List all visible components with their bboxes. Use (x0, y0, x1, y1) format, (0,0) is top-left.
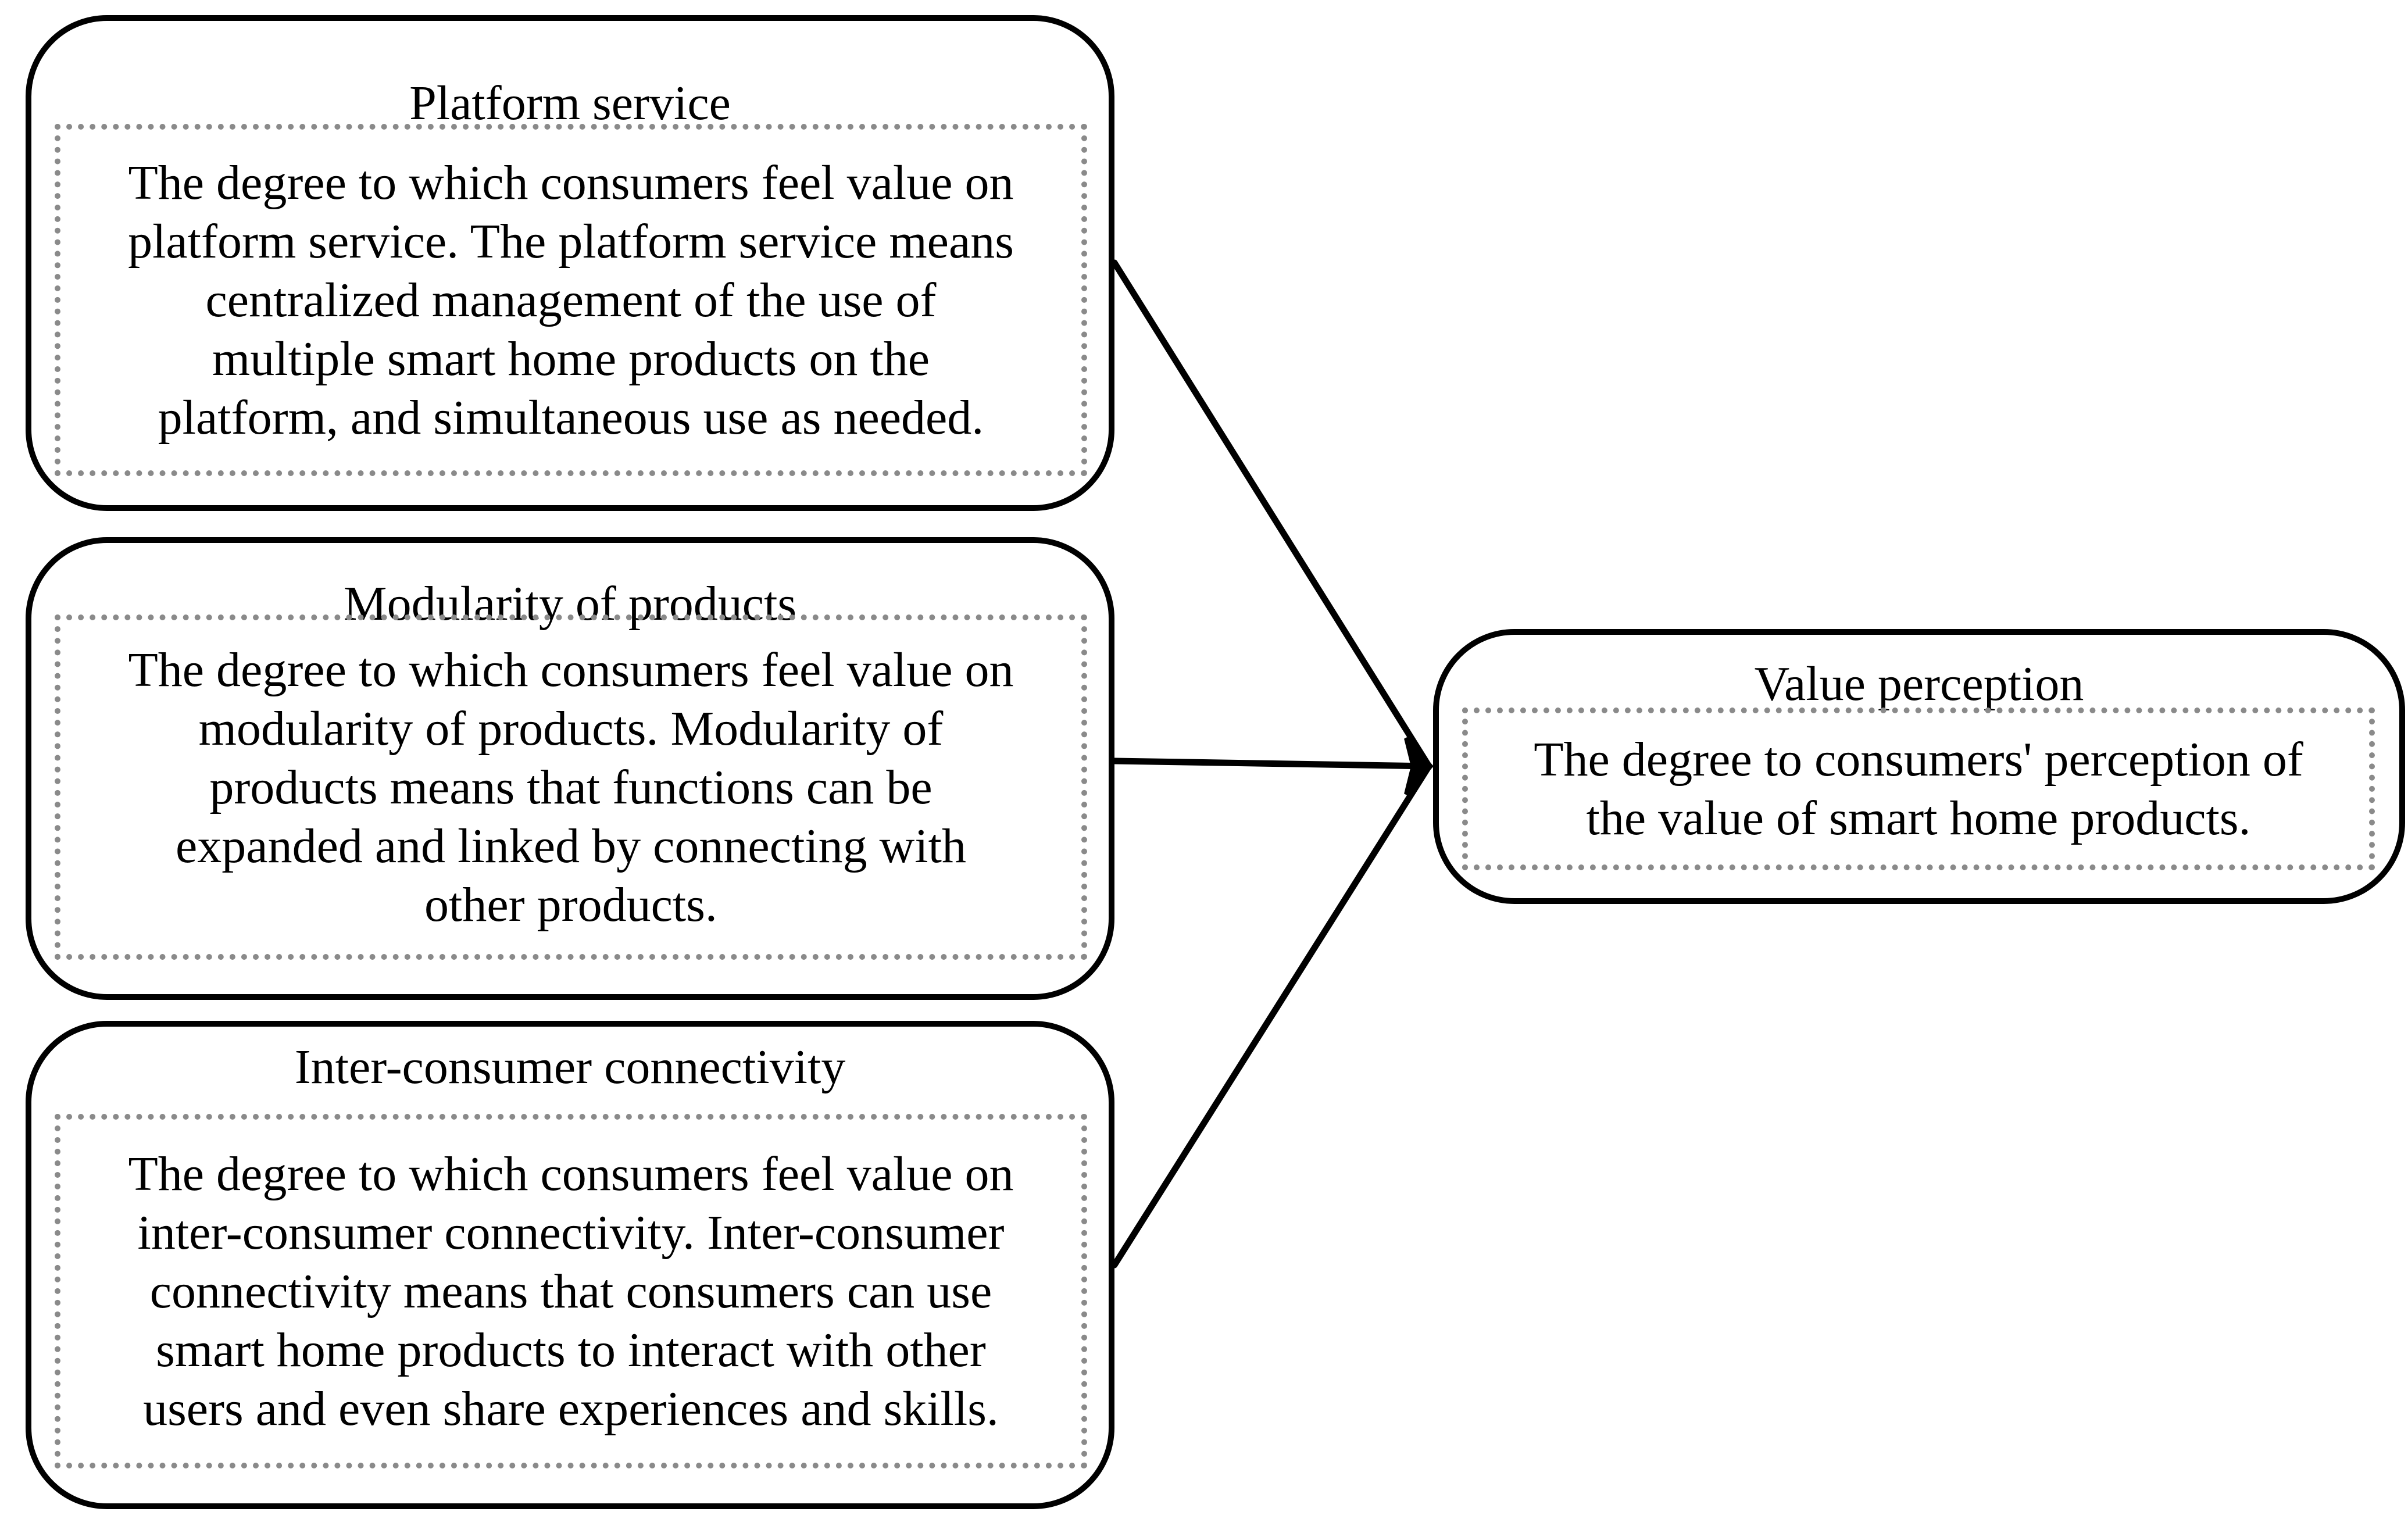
description-line: The degree to which consumers feel value… (128, 642, 1014, 697)
description-line: other products. (424, 877, 717, 932)
description-line: The degree to consumers' perception of (1534, 732, 2303, 787)
description-line: modularity of products. Modularity of (198, 701, 944, 756)
description-line: platform service. The platform service m… (128, 214, 1014, 269)
description-line: platform, and simultaneous use as needed… (158, 390, 984, 445)
value-perception-box: Value perception The degree to consumers… (1433, 629, 2405, 904)
inter-consumer-connectivity-box: Inter-consumer connectivity The degree t… (26, 1021, 1114, 1509)
description-line: expanded and linked by connecting with (176, 819, 966, 873)
description-line: smart home products to interact with oth… (156, 1323, 986, 1377)
description-line: users and even share experiences and ski… (143, 1381, 999, 1436)
arrow-inter-to-value (1111, 763, 1432, 1268)
description-line: The degree to which consumers feel value… (128, 1146, 1014, 1201)
platform-service-description: The degree to which consumers feel value… (55, 124, 1087, 476)
description-line: inter-consumer connectivity. Inter-consu… (137, 1205, 1005, 1260)
inter-consumer-connectivity-title: Inter-consumer connectivity (294, 1040, 846, 1094)
arrowhead-icon (1404, 737, 1434, 796)
description-line: connectivity means that consumers can us… (149, 1264, 992, 1318)
modularity-of-products-title: Modularity of products (343, 577, 797, 631)
value-perception-description: The degree to consumers' perception of t… (1462, 707, 2375, 870)
description-line: products means that functions can be (209, 760, 933, 814)
modularity-of-products-description: The degree to which consumers feel value… (55, 614, 1087, 960)
description-line: multiple smart home products on the (212, 331, 930, 386)
description-line: The degree to which consumers feel value… (128, 155, 1014, 210)
platform-service-box: Platform service The degree to which con… (26, 15, 1114, 511)
description-line: the value of smart home products. (1586, 791, 2251, 845)
inter-consumer-connectivity-description: The degree to which consumers feel value… (55, 1114, 1087, 1468)
value-perception-title: Value perception (1754, 657, 2084, 711)
description-line: centralized management of the use of (205, 273, 937, 327)
platform-service-title: Platform service (409, 76, 731, 130)
arrow-platform-to-value (1111, 259, 1432, 770)
arrow-modularity-to-value (1111, 757, 1432, 770)
modularity-of-products-box: Modularity of products The degree to whi… (26, 537, 1114, 1000)
